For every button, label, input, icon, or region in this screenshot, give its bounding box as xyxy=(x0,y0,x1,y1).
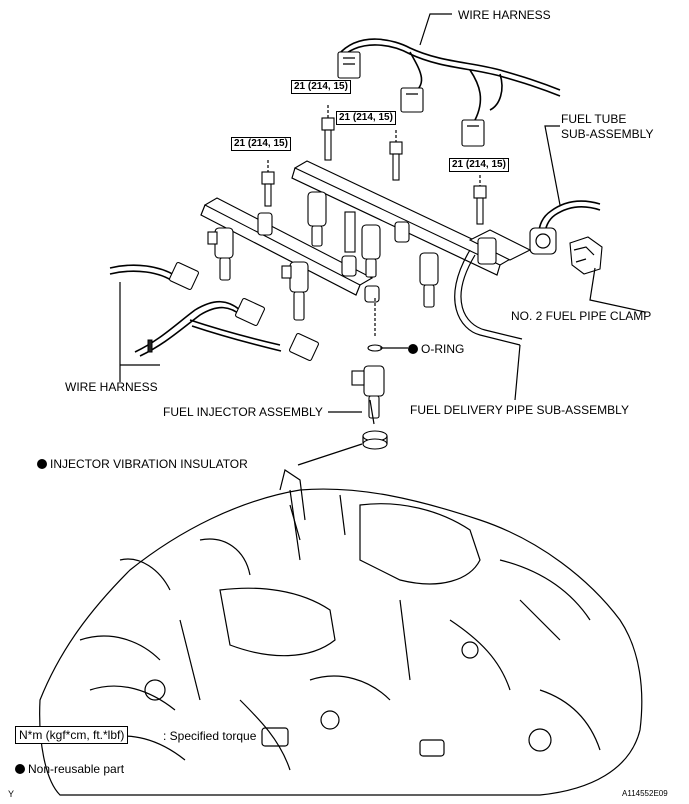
no2-fuel-pipe-clamp-label: NO. 2 FUEL PIPE CLAMP xyxy=(511,309,652,323)
torque-spec-box: 21 (214, 15) xyxy=(449,158,509,172)
specified-torque-legend: : Specified torque xyxy=(163,729,257,743)
bolts-drawing xyxy=(261,105,487,253)
nonreusable-legend: Non-reusable part xyxy=(15,762,124,776)
o-ring-label: O-RING xyxy=(408,342,464,356)
wire-harness-left-drawing xyxy=(109,261,319,362)
fuel-delivery-pipe-label: FUEL DELIVERY PIPE SUB-ASSEMBLY xyxy=(410,403,629,417)
o-ring-text: O-RING xyxy=(421,342,465,356)
fuel-tube-label-line1: FUEL TUBE xyxy=(561,112,627,126)
installed-injectors-drawing xyxy=(207,191,439,321)
torque-spec-box: 21 (214, 15) xyxy=(291,80,351,94)
torque-spec-box: 21 (214, 15) xyxy=(231,137,291,151)
footer-left-code: Y xyxy=(8,789,15,799)
leader-lines xyxy=(119,13,646,466)
fuel-injector-exploded-drawing xyxy=(351,298,388,450)
nonreusable-dot-icon xyxy=(15,764,25,774)
nonreusable-dot-icon xyxy=(37,459,47,469)
torque-unit-legend-box: N*m (kgf*cm, ft.*lbf) xyxy=(15,726,129,744)
fuel-delivery-pipe-drawing xyxy=(200,160,532,346)
wire-harness-top-drawing xyxy=(337,38,561,147)
torque-spec-box: 21 (214, 15) xyxy=(336,111,396,125)
wire-harness-left-label: WIRE HARNESS xyxy=(65,380,158,394)
figure-id: A114552E09 xyxy=(622,789,668,798)
injector-vibration-insulator-label: INJECTOR VIBRATION INSULATOR xyxy=(37,457,248,471)
fuel-injector-assembly-label: FUEL INJECTOR ASSEMBLY xyxy=(163,405,323,419)
wire-harness-top-label: WIRE HARNESS xyxy=(458,8,551,22)
injector-insulator-text: INJECTOR VIBRATION INSULATOR xyxy=(50,457,248,471)
nonreusable-dot-icon xyxy=(408,344,418,354)
nonreusable-legend-text: Non-reusable part xyxy=(28,762,125,776)
intake-manifold-drawing xyxy=(39,469,643,796)
fuel-tube-drawing xyxy=(529,200,603,275)
fuel-tube-label-line2: SUB-ASSEMBLY xyxy=(561,127,654,141)
